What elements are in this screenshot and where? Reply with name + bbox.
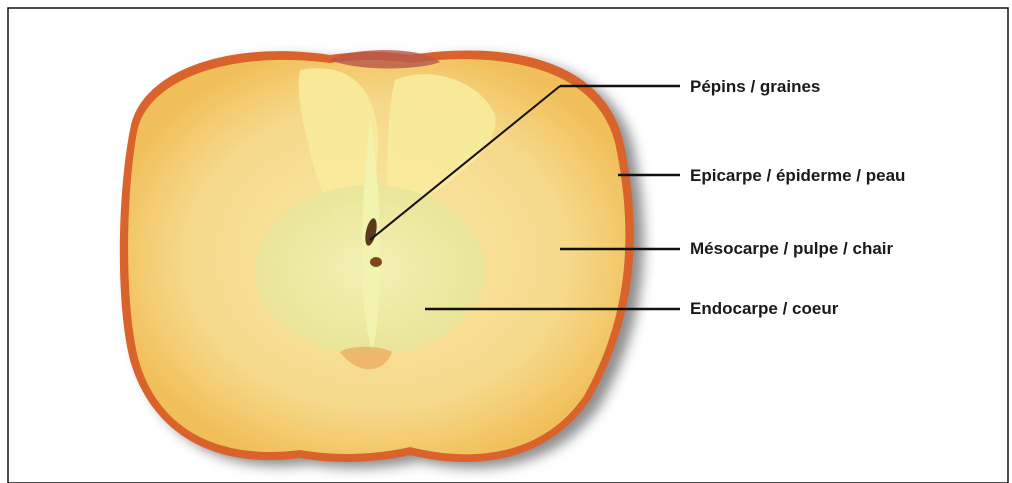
label-epicarp: Epicarpe / épiderme / peau [690, 166, 905, 186]
label-endocarp: Endocarpe / coeur [690, 299, 838, 319]
label-mesocarp: Mésocarpe / pulpe / chair [690, 239, 893, 259]
label-seeds: Pépins / graines [690, 77, 820, 97]
seed-lower [370, 257, 382, 267]
